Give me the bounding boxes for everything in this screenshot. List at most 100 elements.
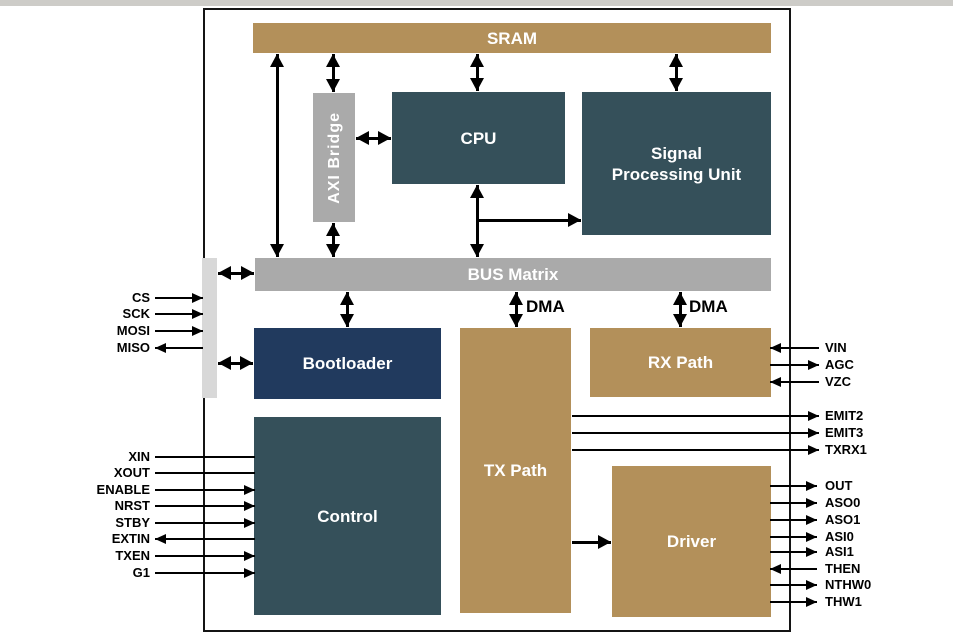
arrow-line — [674, 54, 678, 91]
pin-arrow-head — [808, 411, 819, 421]
arrow-head — [470, 185, 484, 198]
sram-block: SRAM — [253, 23, 771, 53]
arrow-head — [509, 314, 523, 327]
pin-label-vzc: VZC — [825, 374, 851, 389]
pin-arrow-head — [770, 343, 781, 353]
arrow-line — [218, 361, 253, 365]
pin-arrow-head — [244, 501, 255, 511]
rx-path-block: RX Path — [590, 328, 771, 397]
pin-arrow-head — [806, 481, 817, 491]
signal-processing-unit-block: Signal Processing Unit — [582, 92, 771, 235]
pin-line — [155, 456, 255, 458]
pin-arrow-head — [192, 293, 203, 303]
pin-line — [770, 519, 817, 521]
pin-line — [770, 347, 819, 349]
page-top-edge — [0, 0, 953, 6]
arrow-line — [218, 271, 254, 275]
arrow-head — [509, 292, 523, 305]
arrow-head — [356, 131, 369, 145]
arrow-head — [240, 356, 253, 370]
arrow-line — [477, 218, 581, 222]
arrow-line — [572, 540, 611, 544]
pin-line — [155, 538, 255, 540]
pin-arrow-head — [192, 326, 203, 336]
arrow-line — [475, 54, 479, 91]
arrow-head — [326, 79, 340, 92]
arrow-head — [669, 54, 683, 67]
arrow-head — [270, 244, 284, 257]
arrow-head — [326, 54, 340, 67]
pin-label-out: OUT — [825, 478, 853, 493]
control-label: Control — [317, 506, 378, 526]
arrow-head — [470, 78, 484, 91]
pin-label-xout: XOUT — [113, 465, 150, 480]
driver-block: Driver — [612, 466, 771, 617]
pin-arrow-head — [808, 445, 819, 455]
pin-line — [155, 472, 255, 474]
driver-label: Driver — [666, 532, 717, 551]
bus-matrix-block: BUS Matrix — [255, 258, 771, 291]
pin-label-nrst: NRST — [114, 498, 150, 513]
pin-label-asi1: ASI1 — [825, 544, 854, 559]
pin-label-xin: XIN — [128, 449, 150, 464]
pin-line — [770, 568, 817, 570]
arrow-line — [678, 292, 682, 327]
arrow-head — [598, 535, 611, 549]
arrow-line — [514, 292, 518, 327]
pin-arrow-head — [244, 518, 255, 528]
pin-line — [770, 584, 817, 586]
pin-label-enable: ENABLE — [96, 482, 150, 497]
control-block: Control — [254, 417, 441, 615]
pin-label-stby: STBY — [115, 515, 150, 530]
cpu-block: CPU — [392, 92, 565, 184]
sram-label: SRAM — [486, 28, 538, 48]
pin-line — [572, 449, 819, 451]
arrow-head — [270, 54, 284, 67]
pin-line — [770, 536, 817, 538]
pin-line — [155, 555, 255, 557]
pin-line — [155, 572, 255, 574]
pin-arrow-head — [806, 532, 817, 542]
pin-line — [770, 551, 817, 553]
pin-arrow-head — [770, 377, 781, 387]
axi-bridge-label: AXI Bridge — [325, 111, 343, 204]
pin-arrow-head — [244, 551, 255, 561]
rx-path-label: RX Path — [647, 353, 714, 372]
pin-line — [770, 502, 817, 504]
arrow-head — [218, 266, 231, 280]
pin-label-sck: SCK — [122, 306, 150, 321]
pin-label-vin: VIN — [825, 340, 847, 355]
spi-interface-bar — [202, 258, 217, 398]
arrow-head — [218, 356, 231, 370]
pin-label-nthw0: NTHW0 — [825, 577, 872, 592]
pin-line — [155, 489, 255, 491]
cpu-label: CPU — [460, 128, 497, 148]
bootloader-label: Bootloader — [302, 354, 393, 373]
pin-line — [770, 364, 819, 366]
pin-arrow-head — [806, 547, 817, 557]
arrow-line — [331, 54, 335, 92]
pin-arrow-head — [244, 485, 255, 495]
pin-label-aso1: ASO1 — [825, 512, 861, 527]
arrow-head — [568, 213, 581, 227]
pin-line — [572, 415, 819, 417]
arrow-head — [326, 244, 340, 257]
pin-arrow-head — [806, 498, 817, 508]
pin-label-agc: AGC — [825, 357, 854, 372]
pin-arrow-head — [155, 534, 166, 544]
pin-label-g1: G1 — [132, 565, 150, 580]
axi-bridge-block: AXI Bridge — [313, 93, 355, 222]
pin-line — [770, 601, 817, 603]
pin-line — [770, 485, 817, 487]
arrow-line — [345, 292, 349, 327]
pin-arrow-head — [806, 597, 817, 607]
arrow-head — [340, 314, 354, 327]
pin-line — [155, 347, 203, 349]
pin-line — [155, 330, 203, 332]
pin-arrow-head — [808, 360, 819, 370]
pin-line — [572, 432, 819, 434]
pin-label-aso0: ASO0 — [825, 495, 861, 510]
pin-line — [155, 313, 203, 315]
arrow-head — [470, 54, 484, 67]
